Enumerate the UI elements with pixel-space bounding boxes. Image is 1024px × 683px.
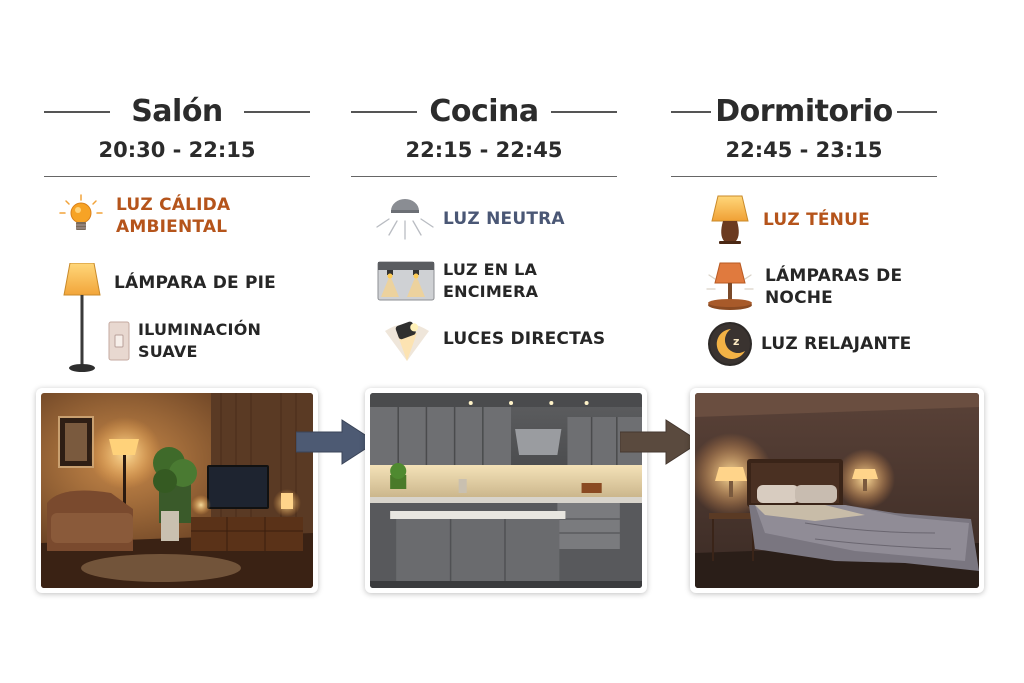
night-lamp-icon (703, 261, 757, 313)
title-rule-left (351, 111, 417, 113)
kitchen-image (365, 388, 647, 593)
lighting-label: LÁMPARA DE PIE (114, 273, 276, 293)
lighting-label: LUZ RELAJANTE (761, 334, 912, 354)
room-title: Cocina (429, 93, 539, 129)
lighting-label: LUZ TÉNUE (763, 210, 870, 230)
living-room-image (36, 388, 318, 593)
svg-text:z: z (733, 335, 739, 348)
dimmer-switch-icon (108, 321, 130, 361)
lighting-item: LUZ TÉNUE (671, 195, 870, 245)
lighting-item: LUCES DIRECTAS (351, 317, 605, 361)
room-header: Salón (44, 88, 310, 134)
table-lamp-icon (709, 195, 751, 245)
lighting-item: LÁMPARAS DE NOCHE (671, 261, 937, 313)
lighting-label: ILUMINACIÓN SUAVE (138, 320, 262, 361)
room-title: Salón (131, 93, 223, 129)
divider (351, 176, 617, 177)
divider (44, 176, 310, 177)
arrow-right-icon (295, 418, 378, 466)
arrow-right-icon (619, 418, 702, 466)
spotlight-icon (379, 317, 435, 361)
room-header: Dormitorio (671, 88, 937, 134)
lighting-label: LUZ EN LA ENCIMERA (443, 260, 539, 301)
title-rule-right (551, 111, 617, 113)
lighting-label: LÁMPARAS DE NOCHE (765, 266, 903, 308)
floor-lamp-icon (60, 262, 104, 375)
room-header: Cocina (351, 88, 617, 134)
room-column-dormitorio: Dormitorio 22:45 - 23:15 LUZ TÉNUE (671, 88, 937, 388)
lighting-item: LUZ NEUTRA (351, 197, 565, 241)
room-time: 22:15 - 22:45 (405, 138, 563, 162)
lighting-label: LUZ NEUTRA (443, 209, 565, 229)
bedroom-image (690, 388, 984, 593)
room-time: 22:45 - 23:15 (725, 138, 883, 162)
title-rule-left (44, 111, 110, 113)
title-rule-right (244, 111, 310, 113)
lighting-item: ILUMINACIÓN SUAVE (108, 319, 310, 363)
room-column-cocina: Cocina 22:15 - 22:45 LUZ NEUTRA (351, 88, 617, 388)
room-title: Dormitorio (715, 93, 893, 129)
lighting-item: LUZ EN LA ENCIMERA (351, 259, 617, 303)
room-column-salon: Salón 20:30 - 22:15 LUZ CÁLIDA AMBIENT (44, 88, 310, 388)
title-rule-right (897, 111, 937, 113)
lighting-label: LUCES DIRECTAS (443, 329, 606, 349)
lighting-item: LUZ CÁLIDA AMBIENTAL (44, 193, 276, 239)
lighting-item: z LUZ RELAJANTE (671, 321, 912, 367)
lighting-label: LUZ CÁLIDA AMBIENTAL (116, 195, 231, 237)
under-cabinet-light-icon (377, 261, 435, 301)
bulb-icon (58, 193, 104, 239)
moon-sleep-icon: z (707, 321, 753, 367)
lighting-item: LÁMPARA DE PIE (44, 262, 276, 375)
ceiling-light-icon (375, 197, 435, 241)
title-rule-left (671, 111, 711, 113)
room-time: 20:30 - 22:15 (98, 138, 256, 162)
divider (671, 176, 937, 177)
